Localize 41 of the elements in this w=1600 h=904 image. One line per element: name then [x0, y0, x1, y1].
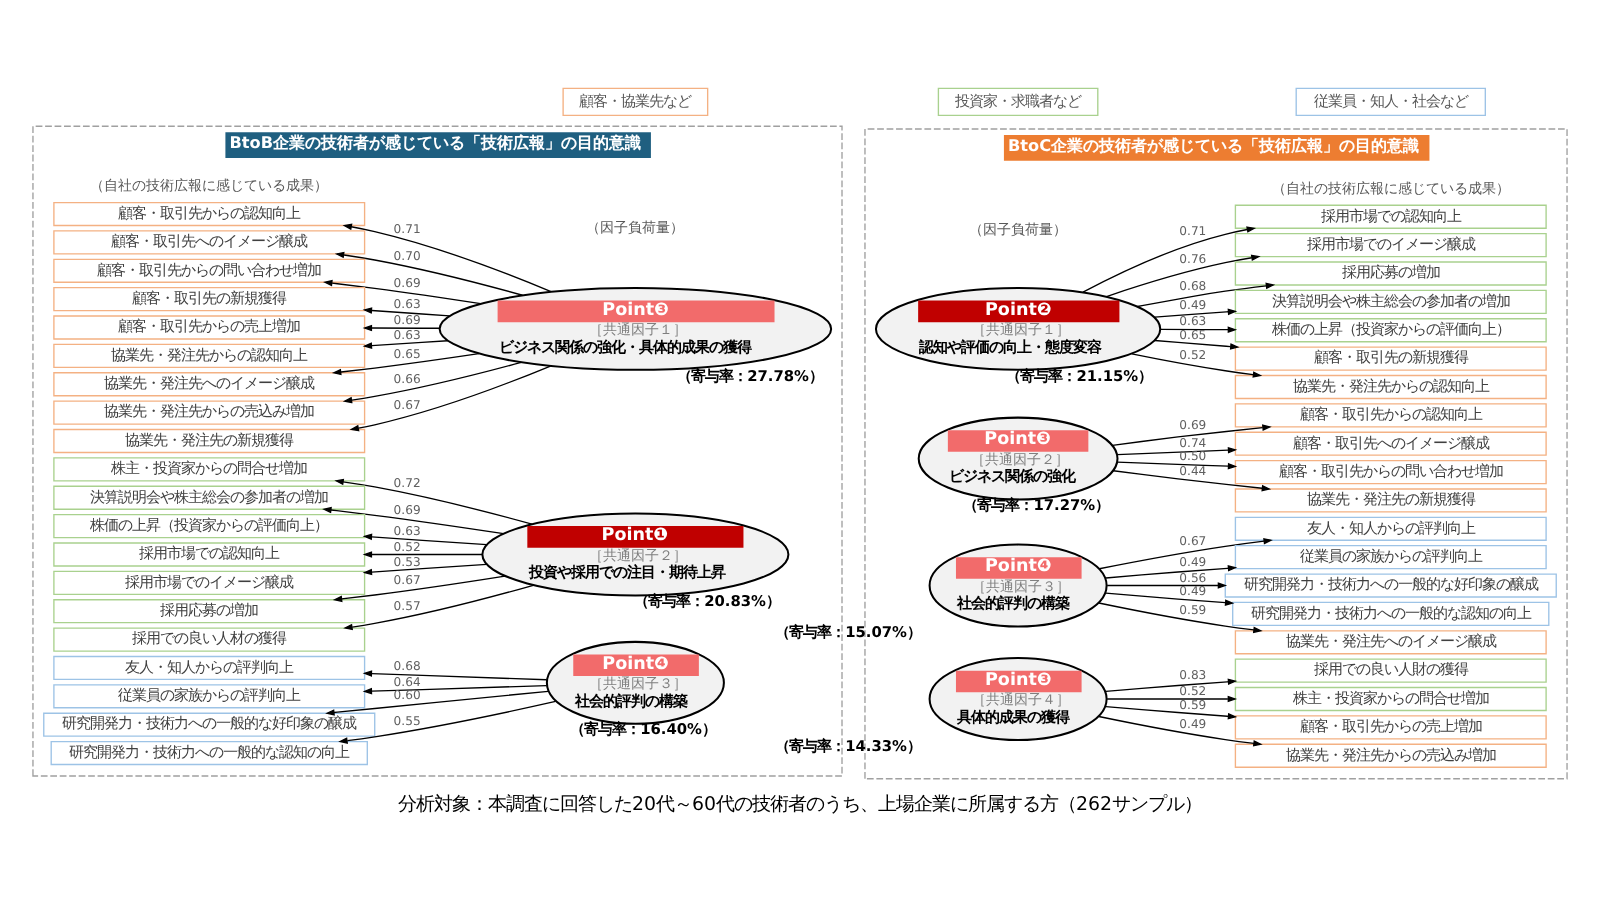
- arrow: [1116, 460, 1238, 469]
- caption: 分析対象：本調査に回答した20代～60代の技術者のうち、上場企業に所属する方（262サンプル）: [397, 793, 1203, 816]
- arrow: [362, 306, 451, 316]
- arrow: [1112, 469, 1272, 491]
- arrow: [331, 351, 480, 375]
- arrow: [362, 562, 488, 575]
- arrow: [362, 532, 488, 545]
- arrow: [334, 477, 533, 524]
- arrow: [338, 699, 557, 743]
- arrow: [1105, 564, 1238, 578]
- arrow: [1154, 307, 1238, 317]
- arrow: [1136, 281, 1276, 307]
- arrow: [1160, 325, 1238, 332]
- arrow: [1098, 601, 1263, 633]
- arrow: [362, 683, 548, 694]
- arrow: [1098, 536, 1273, 569]
- arrow: [362, 669, 548, 680]
- arrow: [1105, 253, 1261, 297]
- arrow: [1105, 677, 1238, 692]
- arrow: [325, 689, 549, 715]
- arrow: [342, 360, 522, 403]
- arrow: [322, 505, 505, 534]
- arrow: [1082, 225, 1257, 292]
- arrow: [362, 339, 449, 348]
- arrow: [343, 583, 534, 630]
- arrow: [1098, 714, 1263, 746]
- arrow: [1111, 423, 1272, 446]
- arrow: [1154, 338, 1240, 349]
- arrow: [1116, 445, 1238, 455]
- arrow: [342, 222, 552, 292]
- arrow: [1106, 581, 1228, 588]
- arrow: [1106, 694, 1238, 702]
- arrow: [349, 364, 552, 431]
- arrow: [334, 250, 524, 295]
- arrow: [1105, 591, 1235, 605]
- arrow: [332, 574, 506, 602]
- arrow: [323, 278, 482, 304]
- arrow: [1105, 704, 1238, 719]
- arrow: [362, 323, 440, 331]
- arrow: [362, 550, 483, 557]
- arrow: [1131, 352, 1263, 377]
